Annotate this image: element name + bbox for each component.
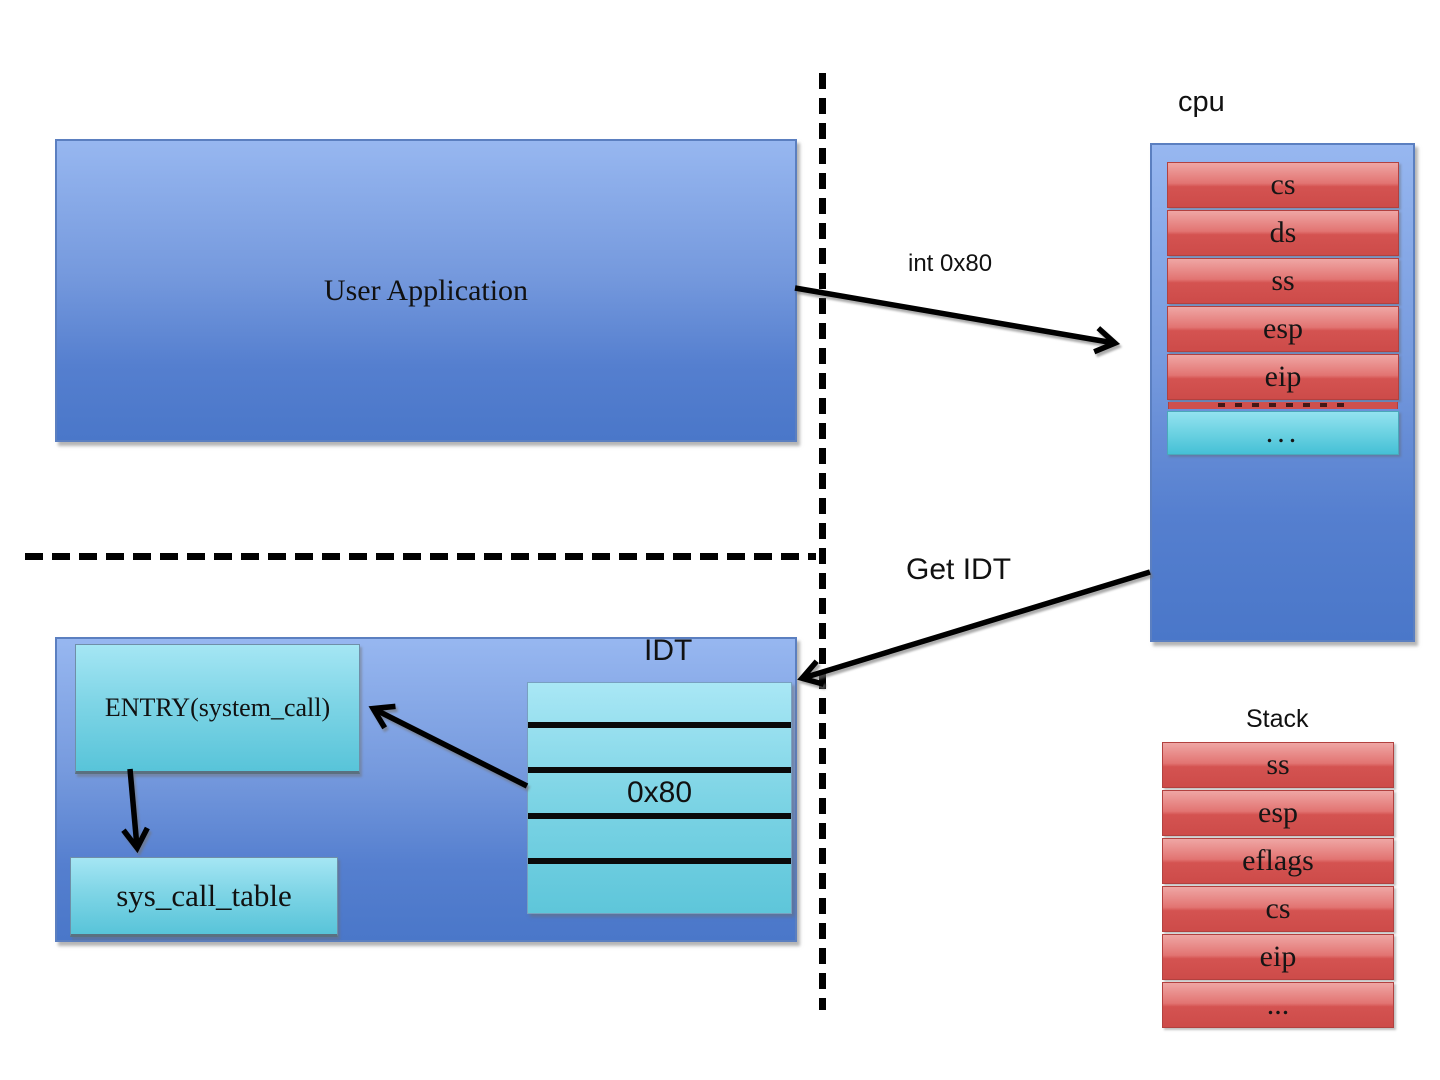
stack-row: cs bbox=[1162, 886, 1394, 932]
stack-box: ss esp eflags cs eip ... bbox=[1162, 742, 1394, 1028]
user-kernel-horizontal-divider bbox=[25, 553, 818, 564]
stack-row: ... bbox=[1162, 982, 1394, 1028]
cpu-clipped-row-fragment bbox=[1168, 402, 1398, 409]
stack-row: eip bbox=[1162, 934, 1394, 980]
cpu-box: cs ds ss esp eip ... bbox=[1150, 143, 1415, 642]
idt-title: IDT bbox=[644, 634, 693, 667]
cpu-register-row: eip bbox=[1167, 354, 1399, 400]
sys-call-table-box: sys_call_table bbox=[70, 857, 338, 937]
cpu-register-row: ds bbox=[1167, 210, 1399, 256]
user-kernel-vertical-divider bbox=[819, 73, 829, 1013]
idt-row bbox=[528, 864, 791, 913]
entry-system-call-label: ENTRY(system_call) bbox=[104, 693, 331, 722]
idt-row bbox=[528, 728, 791, 774]
arrow-get-idt bbox=[797, 569, 1151, 687]
user-application-label: User Application bbox=[323, 273, 529, 307]
cpu-register-row: cs bbox=[1167, 162, 1399, 208]
cpu-register-row: ss bbox=[1167, 258, 1399, 304]
stack-row: esp bbox=[1162, 790, 1394, 836]
cpu-title: cpu bbox=[1178, 86, 1225, 118]
idt-table: 0x80 bbox=[527, 682, 792, 914]
cpu-register-row: esp bbox=[1167, 306, 1399, 352]
stack-row: ss bbox=[1162, 742, 1394, 788]
stack-row: eflags bbox=[1162, 838, 1394, 884]
cpu-register-list: cs ds ss esp eip ... bbox=[1167, 162, 1399, 455]
stack-title: Stack bbox=[1246, 705, 1309, 733]
int-0x80-arrow-label: int 0x80 bbox=[908, 250, 993, 277]
idt-row bbox=[528, 683, 791, 729]
entry-system-call-box: ENTRY(system_call) bbox=[75, 644, 360, 774]
get-idt-arrow-label: Get IDT bbox=[906, 553, 1012, 586]
cpu-more-row: ... bbox=[1167, 411, 1399, 455]
arrow-int-0x80 bbox=[794, 285, 1121, 355]
user-application-box: User Application bbox=[55, 139, 797, 442]
idt-row bbox=[528, 819, 791, 864]
idt-row-0x80: 0x80 bbox=[528, 773, 791, 819]
sys-call-table-label: sys_call_table bbox=[116, 878, 292, 913]
